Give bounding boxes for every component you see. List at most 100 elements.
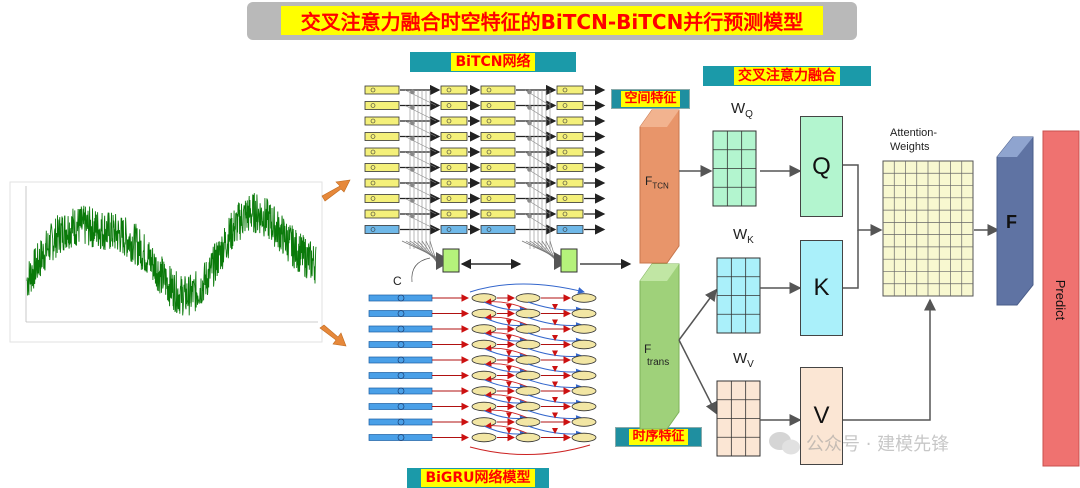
tcn-cell [364,101,400,110]
v-block: V [800,367,843,465]
wq-label: WQ [731,100,753,120]
gru-cell [571,370,597,381]
predict-block [1042,130,1080,467]
tcn-cell [440,178,468,188]
tcn-cell [480,85,516,95]
gru-cell [571,355,597,365]
gru-cell [471,324,497,334]
gru-cell [471,308,497,319]
tcn-cell [440,225,468,234]
concat-label: C [393,274,402,288]
tcn-cell [480,101,516,110]
gru-input-bar [368,310,433,317]
gru-cell [515,432,541,443]
bitcn-banner: BiTCN网络 [410,52,576,72]
tcn-cell [364,147,400,157]
gru-cell [471,417,497,427]
gru-cell [471,401,497,412]
tcn-cell [364,116,400,126]
gru-cell [515,355,541,365]
orange-arrow-up-icon [321,179,351,202]
gru-cell [471,432,497,443]
tcn-cell [480,178,516,188]
attention-weights-label: Attention-Weights [890,127,938,153]
attention-weights-matrix [882,160,974,297]
tcn-cell [556,194,584,203]
wechat-watermark-icon [769,432,800,455]
q-block: Q [800,116,843,217]
tcn-cell [440,101,468,110]
gru-cell [571,401,597,412]
tcn-cell [364,163,400,172]
tcn-cell [556,116,584,126]
f-output-label: F [1006,212,1017,232]
tcn-cell [440,147,468,157]
gru-input-bar [368,418,433,426]
tcn-cell [480,132,516,141]
gru-input-bar [368,294,433,302]
tcn-cell [556,132,584,141]
tcn-cell [556,85,584,95]
tcn-cell [364,132,400,141]
f-trans-label: F trans [644,342,670,368]
tcn-cell [480,194,516,203]
gru-cell [471,339,497,350]
tcn-cell [364,178,400,188]
tcn-merge-block [560,248,578,273]
tcn-cell [556,209,584,219]
tcn-cell [480,209,516,219]
gru-input-bar [368,434,433,441]
gru-cell [571,386,597,396]
gru-input-bar [368,341,433,348]
tcn-cell [556,225,584,234]
gru-cell [571,308,597,319]
spatial-tag: 空间特征 [611,89,690,109]
bitcn-label: BiTCN网络 [451,53,535,71]
gru-input-bar [368,387,433,395]
gru-cell [471,355,497,365]
tcn-cell [364,194,400,203]
diagram-title: 交叉注意力融合时空特征的BiTCN-BiTCN并行预测模型 [281,6,823,35]
watermark-text: 公众号 · 建模先锋 [806,434,950,455]
tcn-cell [364,85,400,95]
bigru-banner: BiGRU网络模型 [407,468,549,488]
tcn-cell [440,85,468,95]
predict-label: Predict [1053,279,1069,321]
gru-cell [471,370,497,381]
gru-cell [515,324,541,334]
tcn-cell [556,178,584,188]
bigru-network [368,283,597,455]
gru-cell [571,417,597,427]
orange-arrow-down-icon [319,324,347,347]
tcn-cell [556,147,584,157]
gru-input-bar [368,356,433,364]
gru-cell [471,386,497,396]
tcn-cell [440,116,468,126]
gru-cell [515,308,541,319]
cross-attention-banner: 交叉注意力融合 [703,66,871,86]
gru-input-bar [368,403,433,410]
f-tcn-label: FTCN [645,174,669,191]
gru-cell [515,339,541,350]
tcn-merge-block [442,248,460,273]
gru-input-bar [368,325,433,333]
spatial-label: 空间特征 [621,91,680,107]
time-series-chart [9,181,323,343]
gru-cell [515,293,541,303]
bigru-label: BiGRU网络模型 [421,469,535,487]
bitcn-network [364,84,632,283]
tcn-cell [364,209,400,219]
gru-cell [571,324,597,334]
wk-label: WK [733,226,754,246]
gru-cell [515,417,541,427]
weight-matrices [712,130,761,457]
gru-cell [515,401,541,412]
gru-cell [571,293,597,303]
gru-cell [515,370,541,381]
cross-attention-label: 交叉注意力融合 [734,67,840,85]
title-panel: 交叉注意力融合时空特征的BiTCN-BiTCN并行预测模型 [247,2,857,40]
tcn-cell [480,163,516,172]
tcn-cell [440,132,468,141]
